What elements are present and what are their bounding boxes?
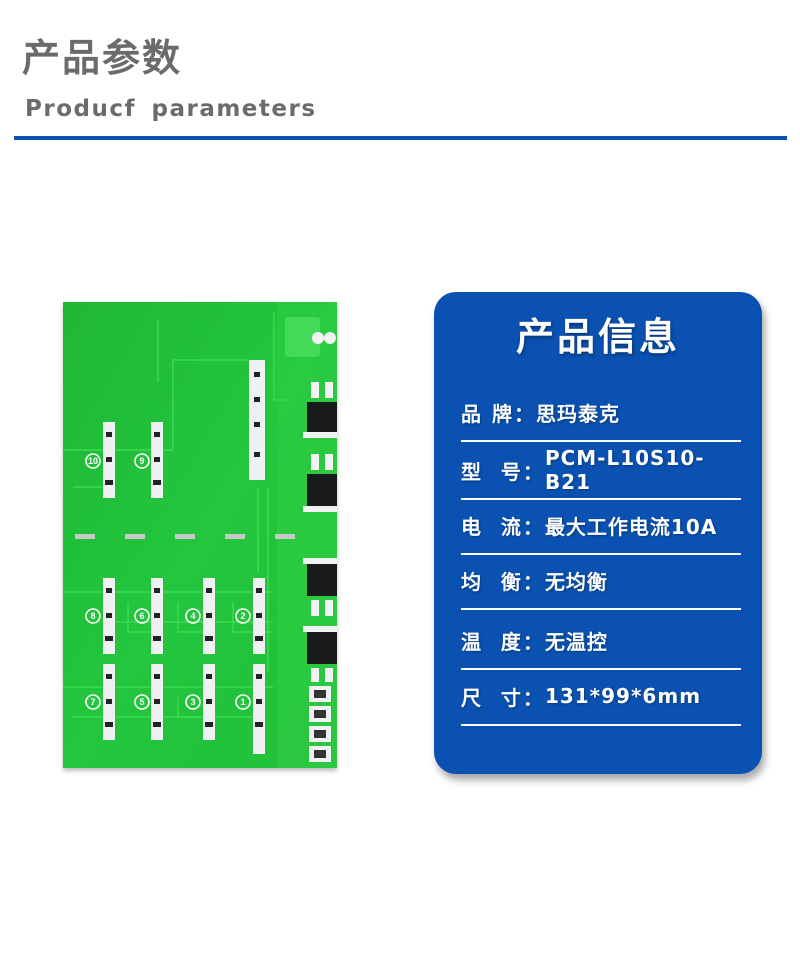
svg-text:5: 5 <box>139 697 144 707</box>
info-row-temperature: 温 度： 无温控 <box>461 612 741 670</box>
info-value: 无温控 <box>544 629 608 654</box>
product-photo-pcb: 10 9 8 6 4 2 7 5 3 1 <box>63 302 337 768</box>
info-value: 无均衡 <box>544 569 608 594</box>
info-label: 电 流： <box>461 514 545 539</box>
info-label: 均 衡： <box>461 569 545 594</box>
info-row-brand: 品 牌： 思玛泰克 <box>461 384 741 442</box>
info-value: 思玛泰克 <box>535 401 620 426</box>
page-title-cn: 产品参数 <box>22 36 183 80</box>
svg-text:6: 6 <box>139 611 144 621</box>
product-info-card: 产品信息 品 牌： 思玛泰克 型 号： PCM-L10S10-B21 电 流： … <box>434 292 762 774</box>
svg-text:4: 4 <box>190 611 195 621</box>
info-label: 尺 寸： <box>461 685 545 710</box>
info-row-model: 型 号： PCM-L10S10-B21 <box>461 442 741 500</box>
svg-text:2: 2 <box>240 611 245 621</box>
svg-text:10: 10 <box>88 456 98 466</box>
info-value: 最大工作电流10A <box>544 514 718 539</box>
svg-text:3: 3 <box>190 697 195 707</box>
info-value: PCM-L10S10-B21 <box>544 446 705 494</box>
svg-text:7: 7 <box>90 697 95 707</box>
svg-text:1: 1 <box>240 697 245 707</box>
pcb-board-illustration: 10 9 8 6 4 2 7 5 3 1 <box>63 302 337 768</box>
info-value: 131*99*6mm <box>544 684 702 708</box>
info-row-balance: 均 衡： 无均衡 <box>461 552 741 610</box>
info-label: 温 度： <box>461 629 545 654</box>
svg-text:9: 9 <box>139 456 144 466</box>
title-divider <box>14 136 787 140</box>
info-label: 品 牌： <box>461 401 536 426</box>
info-label: 型 号： <box>461 459 545 484</box>
page-title-en: Producf parameters <box>25 96 317 122</box>
info-row-current: 电 流： 最大工作电流10A <box>461 497 741 555</box>
info-row-size: 尺 寸： 131*99*6mm <box>461 668 741 726</box>
svg-text:8: 8 <box>90 611 95 621</box>
card-title: 产品信息 <box>515 315 680 359</box>
